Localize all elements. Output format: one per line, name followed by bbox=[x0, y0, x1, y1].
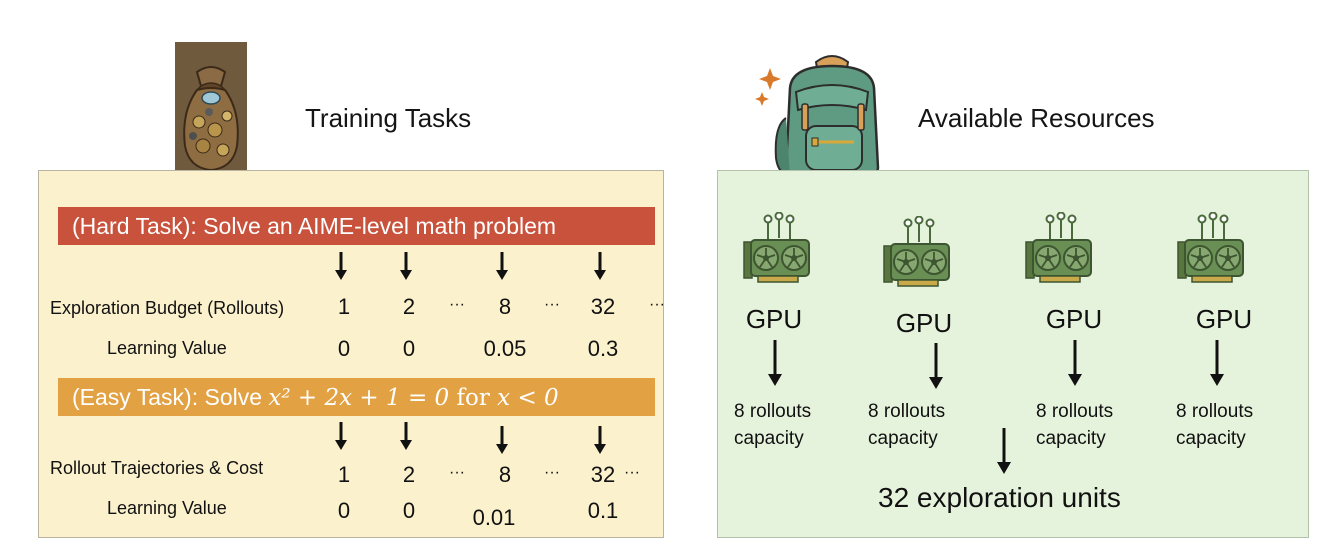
treasure-sack-icon bbox=[175, 42, 247, 182]
learning-value: 0 bbox=[337, 498, 351, 523]
gpu-capacity-line1: 8 rollouts bbox=[734, 401, 812, 422]
gpu-capacity-line2: capacity bbox=[1036, 428, 1106, 449]
easy-task-mid: for bbox=[449, 385, 498, 411]
gpu-card-icon bbox=[1177, 212, 1244, 283]
budget-value: 1 bbox=[337, 294, 351, 319]
rollout-cost-label: Rollout Trajectories & Cost bbox=[50, 458, 264, 478]
gpu-capacity: 8 rollouts capacity bbox=[1176, 398, 1253, 452]
easy-task-prefix: (Easy Task): Solve bbox=[72, 384, 269, 410]
ellipsis: ··· bbox=[449, 464, 465, 481]
gpu-label: GPU bbox=[1195, 304, 1253, 334]
down-arrow bbox=[768, 340, 782, 388]
easy-task-condition: x < 0 bbox=[497, 385, 559, 411]
gpu-capacity-line1: 8 rollouts bbox=[1036, 401, 1114, 422]
learning-value: 0.01 bbox=[472, 505, 516, 530]
gpu-card-icon bbox=[883, 216, 950, 287]
learning-value: 0 bbox=[402, 336, 416, 361]
cost-value: 1 bbox=[337, 462, 351, 487]
available-resources-panel bbox=[717, 170, 1309, 538]
easy-task-banner: (Easy Task): Solve x² + 2x + 1 = 0 for x… bbox=[58, 378, 655, 416]
learning-value: 0 bbox=[337, 336, 351, 361]
gpu-label: GPU bbox=[745, 304, 803, 334]
cost-value: 2 bbox=[402, 462, 416, 487]
learning-value: 0.3 bbox=[587, 336, 619, 361]
down-arrow bbox=[1068, 340, 1082, 388]
hard-task-text: (Hard Task): Solve an AIME-level math pr… bbox=[72, 213, 557, 239]
hard-task-banner: (Hard Task): Solve an AIME-level math pr… bbox=[58, 207, 655, 245]
ellipsis: ··· bbox=[449, 296, 465, 313]
training-tasks-heading: Training Tasks bbox=[305, 103, 472, 133]
easy-task-arrows bbox=[333, 422, 608, 456]
gpu-capacity: 8 rollouts capacity bbox=[734, 398, 811, 452]
gpu-label: GPU bbox=[1045, 304, 1103, 334]
learning-value-label: Learning Value bbox=[107, 498, 227, 518]
gpu-capacity: 8 rollouts capacity bbox=[1036, 398, 1113, 452]
gpu-capacity-line2: capacity bbox=[868, 428, 938, 449]
exploration-budget-label: Exploration Budget (Rollouts) bbox=[50, 298, 285, 318]
budget-value: 2 bbox=[402, 294, 416, 319]
cost-value: 32 bbox=[590, 462, 616, 487]
total-arrow bbox=[997, 428, 1011, 476]
easy-task-equation: x² + 2x + 1 = 0 bbox=[268, 385, 450, 411]
learning-value: 0.1 bbox=[587, 498, 619, 523]
ellipsis: ··· bbox=[649, 296, 665, 313]
learning-value: 0 bbox=[402, 498, 416, 523]
gpu-capacity: 8 rollouts capacity bbox=[868, 398, 945, 452]
total-exploration-units: 32 exploration units bbox=[878, 482, 1121, 513]
budget-value: 8 bbox=[498, 294, 512, 319]
gpu-label: GPU bbox=[895, 308, 953, 338]
gpu-capacity-line2: capacity bbox=[734, 428, 804, 449]
down-arrow bbox=[1210, 340, 1224, 388]
hard-task-arrows bbox=[333, 252, 608, 282]
ellipsis: ··· bbox=[624, 464, 640, 481]
available-resources-heading: Available Resources bbox=[918, 103, 1155, 133]
gpu-capacity-line1: 8 rollouts bbox=[1176, 401, 1254, 422]
gpu-capacity-line2: capacity bbox=[1176, 428, 1246, 449]
budget-value: 32 bbox=[590, 294, 616, 319]
down-arrow bbox=[929, 343, 943, 391]
backpack-icon bbox=[750, 48, 900, 190]
ellipsis: ··· bbox=[544, 296, 560, 313]
gpu-card-icon bbox=[743, 212, 810, 283]
ellipsis: ··· bbox=[544, 464, 560, 481]
gpu-capacity-line1: 8 rollouts bbox=[868, 401, 946, 422]
learning-value: 0.05 bbox=[483, 336, 527, 361]
cost-value: 8 bbox=[498, 462, 512, 487]
gpu-card-icon bbox=[1025, 212, 1092, 283]
learning-value-label: Learning Value bbox=[107, 338, 227, 358]
